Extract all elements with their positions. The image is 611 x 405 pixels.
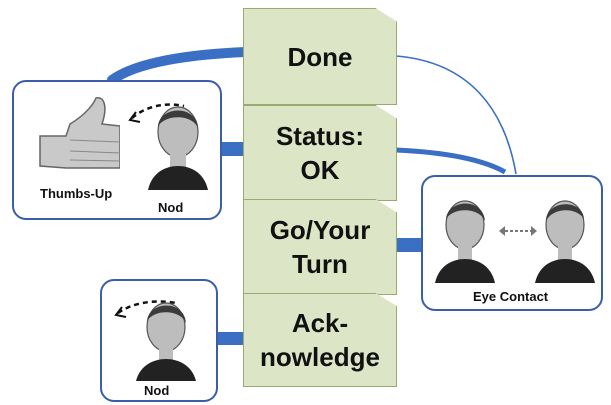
gesture-box-nod: Nod [100, 279, 218, 402]
signal-acknowledge-label: Ack- nowledge [260, 308, 380, 372]
signal-go-your-turn-label: Go/Your Turn [269, 215, 371, 279]
eye-contact-label: Eye Contact [473, 289, 549, 304]
connector-ack-nod [218, 332, 244, 345]
connector-done-thumbs [107, 47, 250, 85]
connector-done-eye [395, 55, 517, 175]
signal-done-label: Done [287, 41, 353, 72]
signal-go-your-turn: Go/Your Turn [243, 199, 397, 295]
thumbs-up-label: Thumbs-Up [40, 186, 113, 201]
signal-done: Done [243, 8, 397, 105]
thumbs-up-icon [39, 97, 120, 169]
nod-head-icon [128, 103, 208, 190]
connector-status-thumbs [222, 142, 246, 156]
nod-only-label: Nod [144, 383, 170, 398]
face-right-icon [535, 200, 595, 283]
nod-label: Nod [158, 200, 184, 215]
gesture-box-thumbs-nod: Thumbs-Up Nod [12, 80, 222, 220]
face-left-icon [435, 200, 495, 283]
connector-status-eye [395, 147, 507, 175]
nod-head-icon [114, 300, 196, 381]
gesture-box-eye-contact: Eye Contact [421, 175, 603, 311]
signal-status-ok-label: Status: OK [275, 121, 365, 185]
signal-acknowledge: Ack- nowledge [243, 293, 397, 387]
connector-go-eye [396, 238, 422, 252]
signal-status-ok: Status: OK [243, 105, 397, 201]
gaze-arrow-icon [499, 226, 537, 236]
